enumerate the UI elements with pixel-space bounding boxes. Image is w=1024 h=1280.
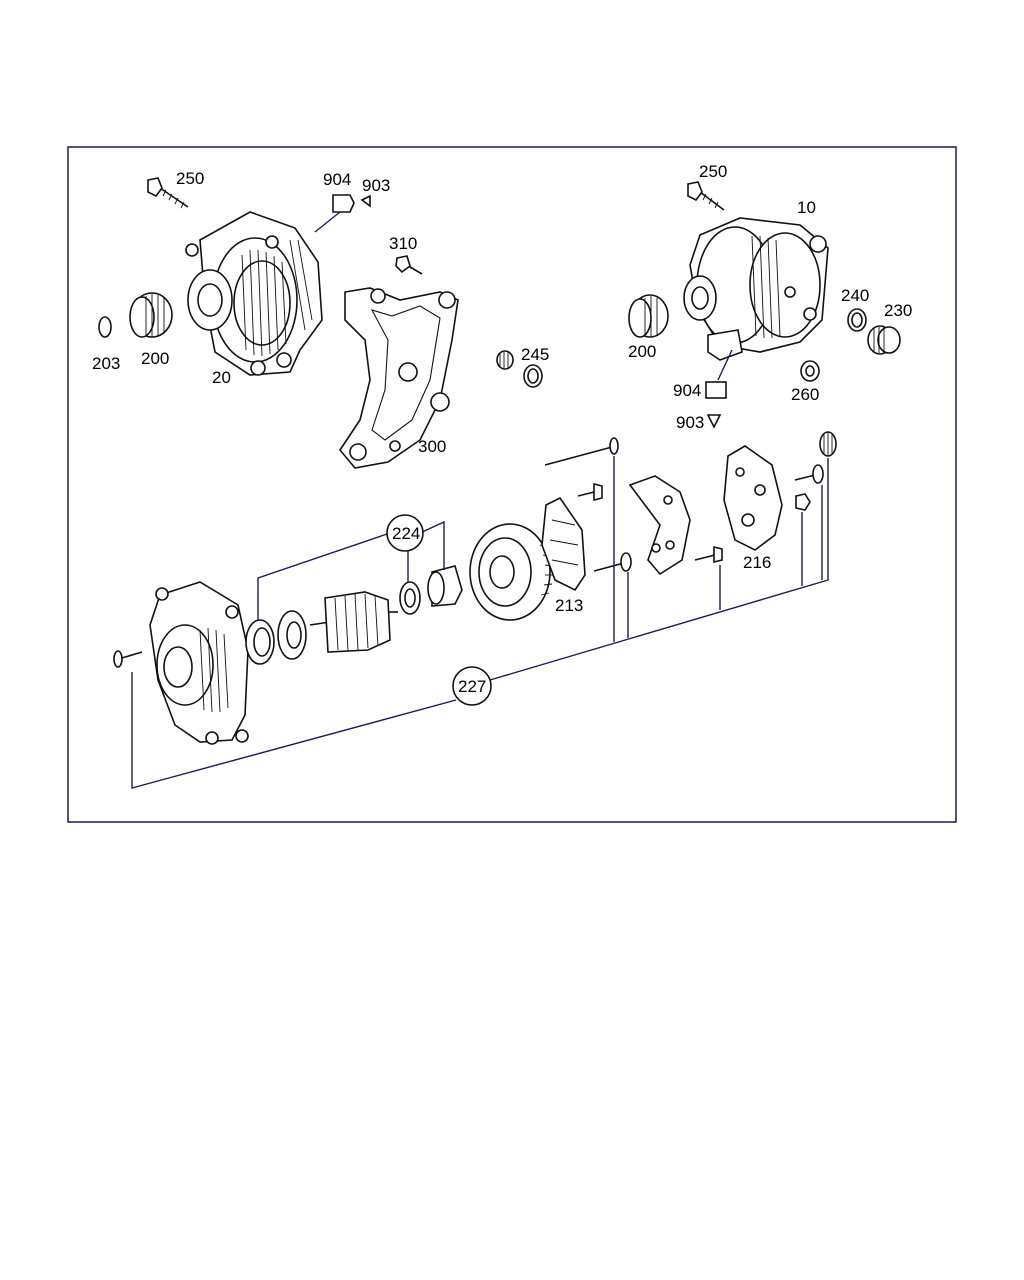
label-10: 10: [797, 198, 816, 217]
label-216: 216: [743, 553, 771, 572]
cap-216[interactable]: [819, 431, 837, 457]
label-904-right: 904: [673, 381, 701, 400]
stator[interactable]: [469, 523, 554, 621]
diagram-frame: [67, 146, 957, 823]
rear-cover-216[interactable]: [723, 445, 783, 551]
bearing-224-rear[interactable]: [399, 581, 421, 615]
label-903-right: 903: [676, 413, 704, 432]
label-240: 240: [841, 286, 869, 305]
screw-250-right[interactable]: [687, 181, 725, 211]
alternator-10[interactable]: [683, 217, 829, 361]
label-260: 260: [791, 385, 819, 404]
bracket-300[interactable]: [339, 287, 459, 469]
label-904-left: 904: [323, 170, 351, 189]
screw-plate[interactable]: [694, 545, 723, 564]
nut-216[interactable]: [795, 493, 811, 511]
label-245: 245: [521, 345, 549, 364]
screw-227-left[interactable]: [113, 650, 143, 668]
alternator-20[interactable]: [185, 211, 323, 376]
label-20: 20: [212, 368, 231, 387]
leader-lines: [131, 456, 829, 789]
label-310: 310: [389, 234, 417, 253]
rotor[interactable]: [309, 591, 398, 653]
label-250-right: 250: [699, 162, 727, 181]
callout-224-circle: [386, 514, 424, 552]
label-250-left: 250: [176, 169, 204, 188]
ring-240[interactable]: [847, 308, 867, 332]
diode-plate[interactable]: [628, 475, 691, 576]
nut-260[interactable]: [800, 360, 820, 382]
label-300: 300: [418, 437, 446, 456]
label-203: 203: [92, 354, 120, 373]
label-227: 227: [458, 677, 486, 696]
plug-245-and-ring[interactable]: [496, 350, 543, 388]
cap-203[interactable]: [98, 316, 112, 338]
end-housing-227[interactable]: [149, 581, 249, 745]
regulator-213[interactable]: [541, 496, 586, 592]
bolt-mid[interactable]: [593, 552, 632, 572]
pulley-200-left[interactable]: [129, 292, 173, 338]
screw-216[interactable]: [794, 464, 824, 484]
label-903-left: 903: [362, 176, 390, 195]
cap-903-left[interactable]: [360, 194, 371, 208]
callout-227-circle: [452, 666, 492, 706]
connector-904-left[interactable]: [314, 194, 355, 233]
screw-250-left[interactable]: [147, 177, 189, 209]
slip-ring-224[interactable]: [427, 565, 463, 607]
cap-903-right[interactable]: [706, 414, 722, 429]
label-230: 230: [884, 301, 912, 320]
connector-904-right[interactable]: [705, 349, 733, 399]
retainer-plate[interactable]: [277, 610, 307, 660]
label-213: 213: [555, 596, 583, 615]
pulley-200-right[interactable]: [628, 294, 669, 338]
cap-230[interactable]: [867, 325, 901, 355]
bearing-224-front[interactable]: [245, 619, 275, 665]
screw-310[interactable]: [395, 255, 423, 275]
label-224: 224: [392, 524, 420, 543]
long-bolt[interactable]: [544, 437, 619, 466]
label-200-left: 200: [141, 349, 169, 368]
small-screw-upper[interactable]: [577, 482, 603, 502]
label-200-right: 200: [628, 342, 656, 361]
